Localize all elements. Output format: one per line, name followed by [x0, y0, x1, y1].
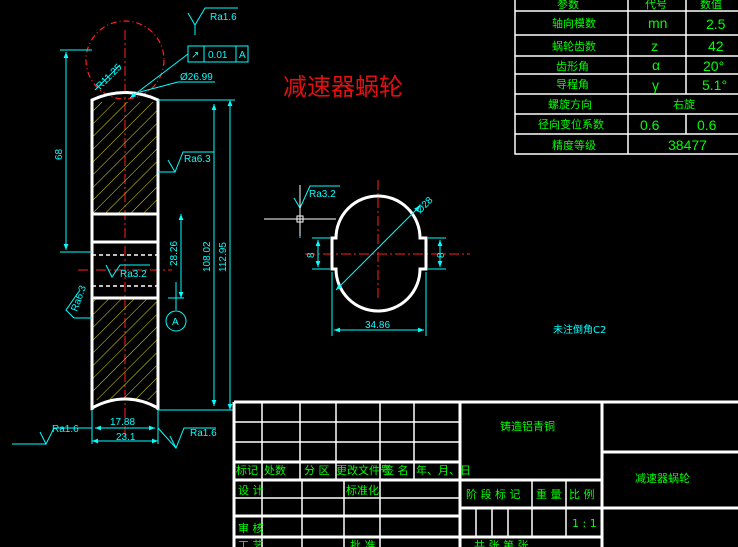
param-name-5: 径向变位系数: [538, 117, 604, 131]
label-ra32-mid: Ra3.2: [120, 269, 147, 280]
label-11295: 112.95: [218, 242, 229, 272]
tol-leader: [129, 53, 189, 99]
wheel-profile-top: [90, 91, 160, 104]
label-tol-ref: A: [239, 50, 246, 61]
param-val-0: 2.5: [706, 16, 726, 32]
label-ra16-bl: Ra1.6: [52, 424, 79, 435]
label-1788: 17.88: [110, 417, 135, 428]
ra16-br-sym: [169, 427, 216, 450]
tb-review: 审 核: [238, 521, 264, 535]
bore-outline: [330, 194, 428, 313]
param-header-sym: 代号: [645, 0, 667, 11]
label-k8-right: 8: [436, 252, 447, 258]
tb-scale: 比 例: [569, 487, 595, 501]
tb-h-count: 处数: [264, 464, 286, 477]
leader-d2699: [139, 81, 179, 93]
tb-standard: 标准化: [346, 483, 379, 497]
ra63-right-sym: [167, 151, 214, 174]
leader-r1125: [94, 64, 121, 91]
param-name-0: 轴向模数: [552, 16, 596, 30]
d28-leader: [335, 205, 421, 291]
label-68: 68: [54, 148, 65, 160]
param-sym-2: α: [652, 57, 660, 73]
parameter-table: 参数 代号 数值 轴向模数 mn 2.5 蜗轮齿数 z 42 齿形角 α 20°…: [514, 0, 738, 155]
tb-h-date: 年、月、日: [416, 463, 471, 477]
label-2826: 28.26: [169, 241, 180, 266]
param-val-2: 20°: [703, 58, 724, 74]
chamfer-note: 未注倒角C2: [553, 323, 606, 336]
param-sym-0: mn: [648, 15, 667, 31]
param-val-5: 0.6: [697, 117, 717, 133]
datum-circle: [165, 310, 187, 332]
label-ra63-right: Ra6.3: [184, 154, 211, 165]
label-ra16-top: Ra1.6: [210, 12, 237, 23]
param-sym-1: z: [651, 38, 658, 54]
hatch-upper: [92, 102, 158, 214]
param-val-3: 5.1°: [702, 77, 727, 93]
label-d2699: Ø26.99: [180, 72, 213, 83]
param-name-2: 齿形角: [556, 60, 589, 73]
param-val-4: 右旋: [673, 97, 695, 111]
tb-h-mark: 标记: [236, 463, 258, 477]
param-val-1: 42: [708, 38, 724, 54]
param-name-1: 蜗轮齿数: [552, 39, 596, 53]
tb-h-doc: 更改文件号: [336, 463, 391, 477]
wheel-section-view: [78, 20, 172, 438]
drawing-title: 减速器蜗轮: [283, 73, 403, 101]
tb-sheets: 共 张 第 张: [474, 538, 529, 547]
tb-bottom-mid: 批 准: [350, 538, 376, 547]
param-header-val: 数值: [700, 0, 722, 11]
label-ra63-left: Ra6.3: [69, 284, 89, 313]
label-r1125: R11.25: [94, 62, 124, 92]
tb-stage: 阶 段 标 记: [466, 487, 521, 501]
title-block: 铸造铝青铜 减速器蜗轮 标记 处数 分 区 更改文件号 签 名 年、月、日 设 …: [232, 400, 738, 547]
param-sym-5: 0.6: [640, 117, 660, 133]
param-name-6: 精度等级: [552, 138, 596, 152]
tol-symbol-icon: ↗: [191, 50, 199, 61]
tb-h-zone: 分 区: [304, 464, 330, 477]
tb-weight: 重 量: [536, 487, 562, 501]
label-k8-left: 8: [306, 252, 317, 258]
ra32-mid-sym: [105, 264, 150, 278]
param-sym-3: γ: [652, 77, 659, 93]
label-3486: 34.86: [365, 320, 390, 331]
tb-design: 设 计: [238, 484, 264, 497]
tb-scale-val: 1 : 1: [572, 517, 597, 530]
tb-name: 减速器蜗轮: [635, 471, 690, 485]
param-val-6: 38477: [668, 137, 707, 153]
label-10802: 108.02: [202, 241, 213, 272]
param-name-3: 导程角: [556, 78, 589, 91]
bore-section-view: Ra3.2 Ø28 8 8 34.86: [264, 180, 470, 336]
ra-symbol-top: [187, 7, 238, 26]
param-header-name: 参数: [557, 0, 579, 11]
tb-h-sign: 签 名: [383, 463, 409, 477]
param-name-4: 螺旋方向: [548, 97, 592, 111]
hatch-lower: [92, 298, 158, 400]
ra16-br-leader: [157, 427, 177, 449]
wheel-dimensions: [12, 7, 249, 450]
ra32-sec-sym: [293, 185, 340, 210]
tb-bottom-left: 工 艺: [238, 539, 264, 547]
label-tol-value: 0.01: [208, 50, 228, 61]
label-ra32-sec: Ra3.2: [309, 189, 336, 200]
ra63-left-sym: [65, 289, 81, 319]
label-d28: Ø28: [414, 195, 435, 216]
tb-material: 铸造铝青铜: [500, 419, 555, 433]
crosshair-box: [296, 215, 304, 223]
label-231: 23.1: [116, 432, 136, 443]
ra16-bl-sym: [39, 427, 92, 446]
label-datum-a: A: [172, 317, 179, 328]
label-ra16-br: Ra1.6: [190, 428, 217, 439]
